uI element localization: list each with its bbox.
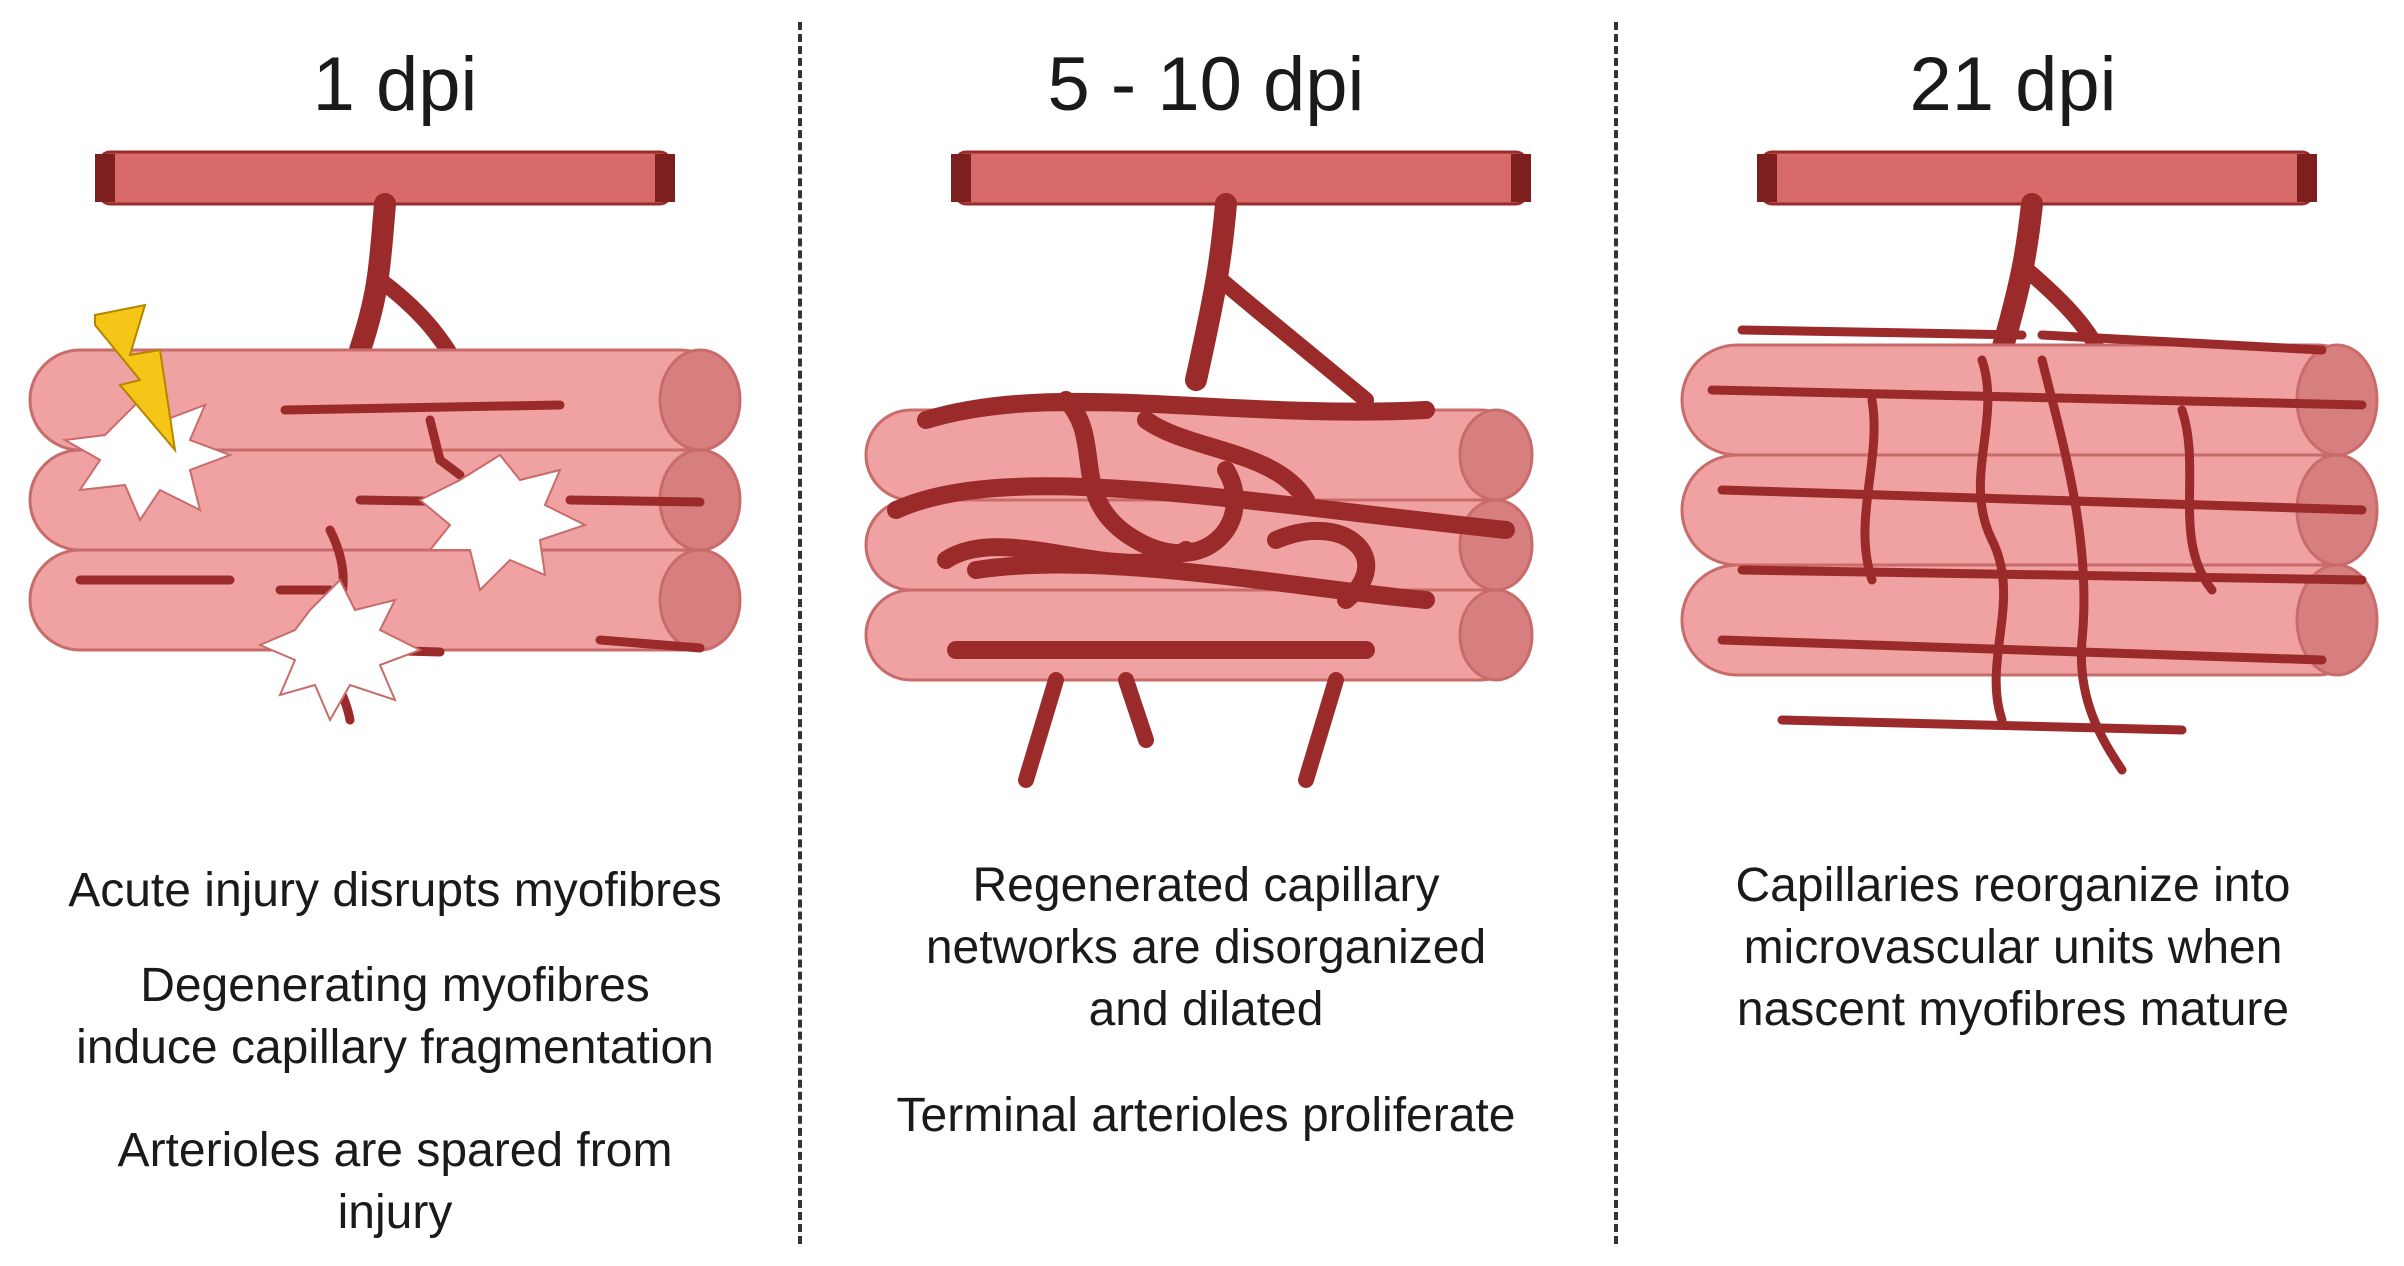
dilated-capillaries (887, 391, 1515, 659)
caption-3-text: Arterioles are spared from injury (117, 1124, 673, 1239)
panel-divider (1614, 22, 1618, 1244)
caption-1-text: Regenerated capillary networks are disor… (925, 859, 1487, 1036)
illustration-21dpi (1680, 150, 2379, 775)
panel-1dpi: 1 dpi (0, 0, 790, 1266)
caption-3: Arterioles are spared from injury (0, 1120, 790, 1244)
caption-2-text: Degenerating myofibres induce capillary … (76, 959, 714, 1074)
microvascular-units (1707, 325, 2367, 775)
panel-title: 5 - 10 dpi (1047, 42, 1365, 127)
illustration-1dpi (28, 150, 742, 725)
panel-divider (798, 22, 802, 1244)
arteriole (951, 150, 1531, 408)
caption-2: Terminal arterioles proliferate (896, 1089, 1516, 1142)
illustration-5-10dpi (864, 150, 1534, 788)
terminal-arterioles (1018, 672, 1344, 788)
panel-title: 21 dpi (1909, 42, 2117, 127)
caption-1: Regenerated capillary networks are disor… (806, 855, 1606, 1041)
caption-2: Degenerating myofibres induce capillary … (0, 955, 790, 1079)
caption-1: Capillaries reorganize into microvascula… (1622, 855, 2404, 1041)
arteriole (95, 150, 675, 378)
caption-1: Acute injury disrupts myofibres (68, 864, 722, 917)
panel-title: 1 dpi (312, 42, 478, 127)
panel-21dpi: 21 dpi (1622, 0, 2404, 1266)
lightning-bolt-icon (94, 303, 177, 454)
caption-1-text: Capillaries reorganize into microvascula… (1735, 859, 2291, 1036)
injury-sites (61, 388, 588, 723)
panel-5-10dpi: 5 - 10 dpi (806, 0, 1606, 1266)
